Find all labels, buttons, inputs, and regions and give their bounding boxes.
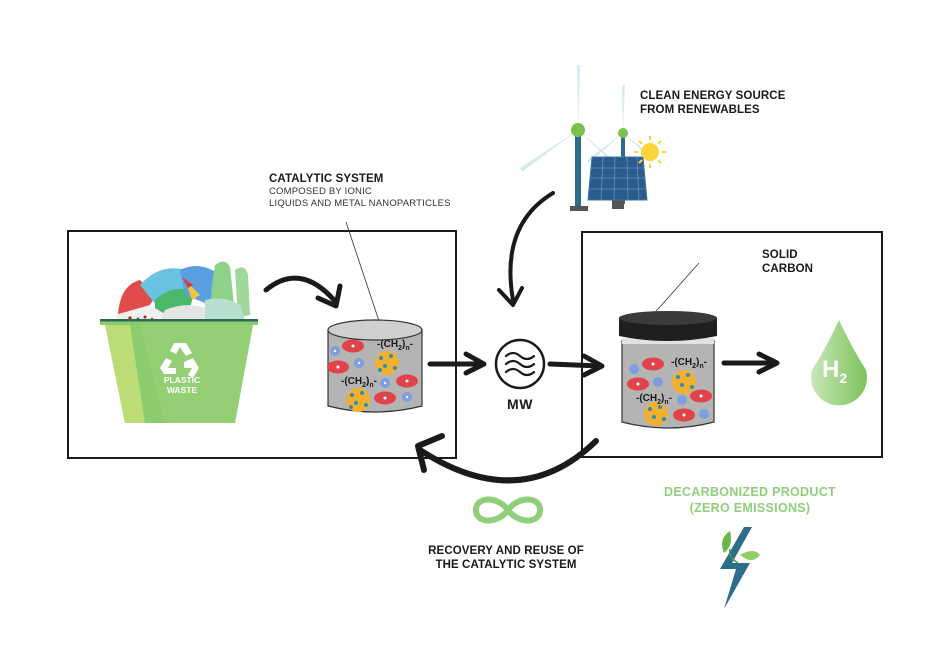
energy-source-label: CLEAN ENERGY SOURCE FROM RENEWABLES (640, 89, 785, 117)
plastic-waste-label: PLASTIC WASTE (152, 375, 212, 395)
green-lightning-icon (720, 527, 760, 609)
h2-subscript: 2 (839, 369, 848, 386)
decarbonized-line1: DECARBONIZED PRODUCT (664, 485, 836, 499)
plastic-waste-bin-icon (100, 261, 258, 423)
energy-title-line2: FROM RENEWABLES (640, 104, 760, 116)
infinity-icon (472, 496, 544, 524)
energy-title-line1: CLEAN ENERGY SOURCE (640, 90, 786, 102)
feedstock-box (67, 230, 457, 459)
metal-nanoparticles (346, 351, 399, 412)
arrow-catalyst-to-mw (427, 351, 487, 376)
solid-carbon-lid-icon (619, 311, 717, 341)
mw-label: MW (507, 396, 533, 412)
recycle-icon (160, 343, 199, 378)
catalytic-system-cylinder: -(CH2)n- -(CH2)n- (327, 319, 423, 413)
formula-ch2-top-jar: -(CH2)n- (671, 357, 707, 370)
plastic-bags-icon (115, 261, 250, 323)
formula-ch2-top: -(CH2)n- (377, 339, 413, 352)
solar-panel-icon (587, 156, 648, 209)
solid-carbon-line2: CARBON (762, 263, 814, 275)
catalytic-title: CATALYTIC SYSTEM (269, 173, 384, 185)
solid-carbon-label: SOLID CARBON (762, 248, 813, 276)
catalytic-desc-line2: LIQUIDS AND METAL NANOPARTICLES (269, 198, 451, 209)
waste-label-line1: PLASTIC (163, 375, 201, 385)
recovery-line2: THE CATALYTIC SYSTEM (435, 559, 577, 571)
microwave-icon (494, 338, 546, 390)
catalytic-system-label: CATALYTIC SYSTEM COMPOSED BY IONIC LIQUI… (269, 172, 451, 210)
hydrogen-drop-icon (811, 320, 867, 406)
arrow-recovery-loop (415, 433, 599, 484)
recovery-line1: RECOVERY AND REUSE OF (428, 545, 584, 557)
waste-label-line2: WASTE (166, 385, 198, 395)
h2-symbol: H (822, 356, 840, 383)
arrow-reactor-to-h2 (721, 351, 780, 375)
reactor-jar-with-carbon: -(CH2)n- -(CH2)n- (619, 311, 717, 429)
h2-label: H2 (822, 356, 847, 386)
recovery-label: RECOVERY AND REUSE OF THE CATALYTIC SYST… (406, 544, 606, 572)
solid-carbon-line1: SOLID (762, 249, 798, 261)
arrow-mw-to-reactor (547, 353, 605, 378)
product-box (581, 231, 883, 458)
ionic-liquid-cations (327, 339, 418, 405)
ionic-liquid-anions (330, 346, 412, 402)
renewable-energy-illustration (520, 65, 666, 211)
formula-ch2-bottom: -(CH2)n- (341, 376, 377, 389)
catalytic-desc-line1: COMPOSED BY IONIC (269, 186, 372, 197)
sun-icon (634, 136, 666, 168)
arrow-energy-to-mw (497, 191, 555, 307)
formula-ch2-bottom-jar: -(CH2)n- (636, 393, 672, 406)
decarbonized-line2: (ZERO EMISSIONS) (689, 501, 811, 515)
decarbonized-label: DECARBONIZED PRODUCT (ZERO EMISSIONS) (630, 484, 870, 516)
